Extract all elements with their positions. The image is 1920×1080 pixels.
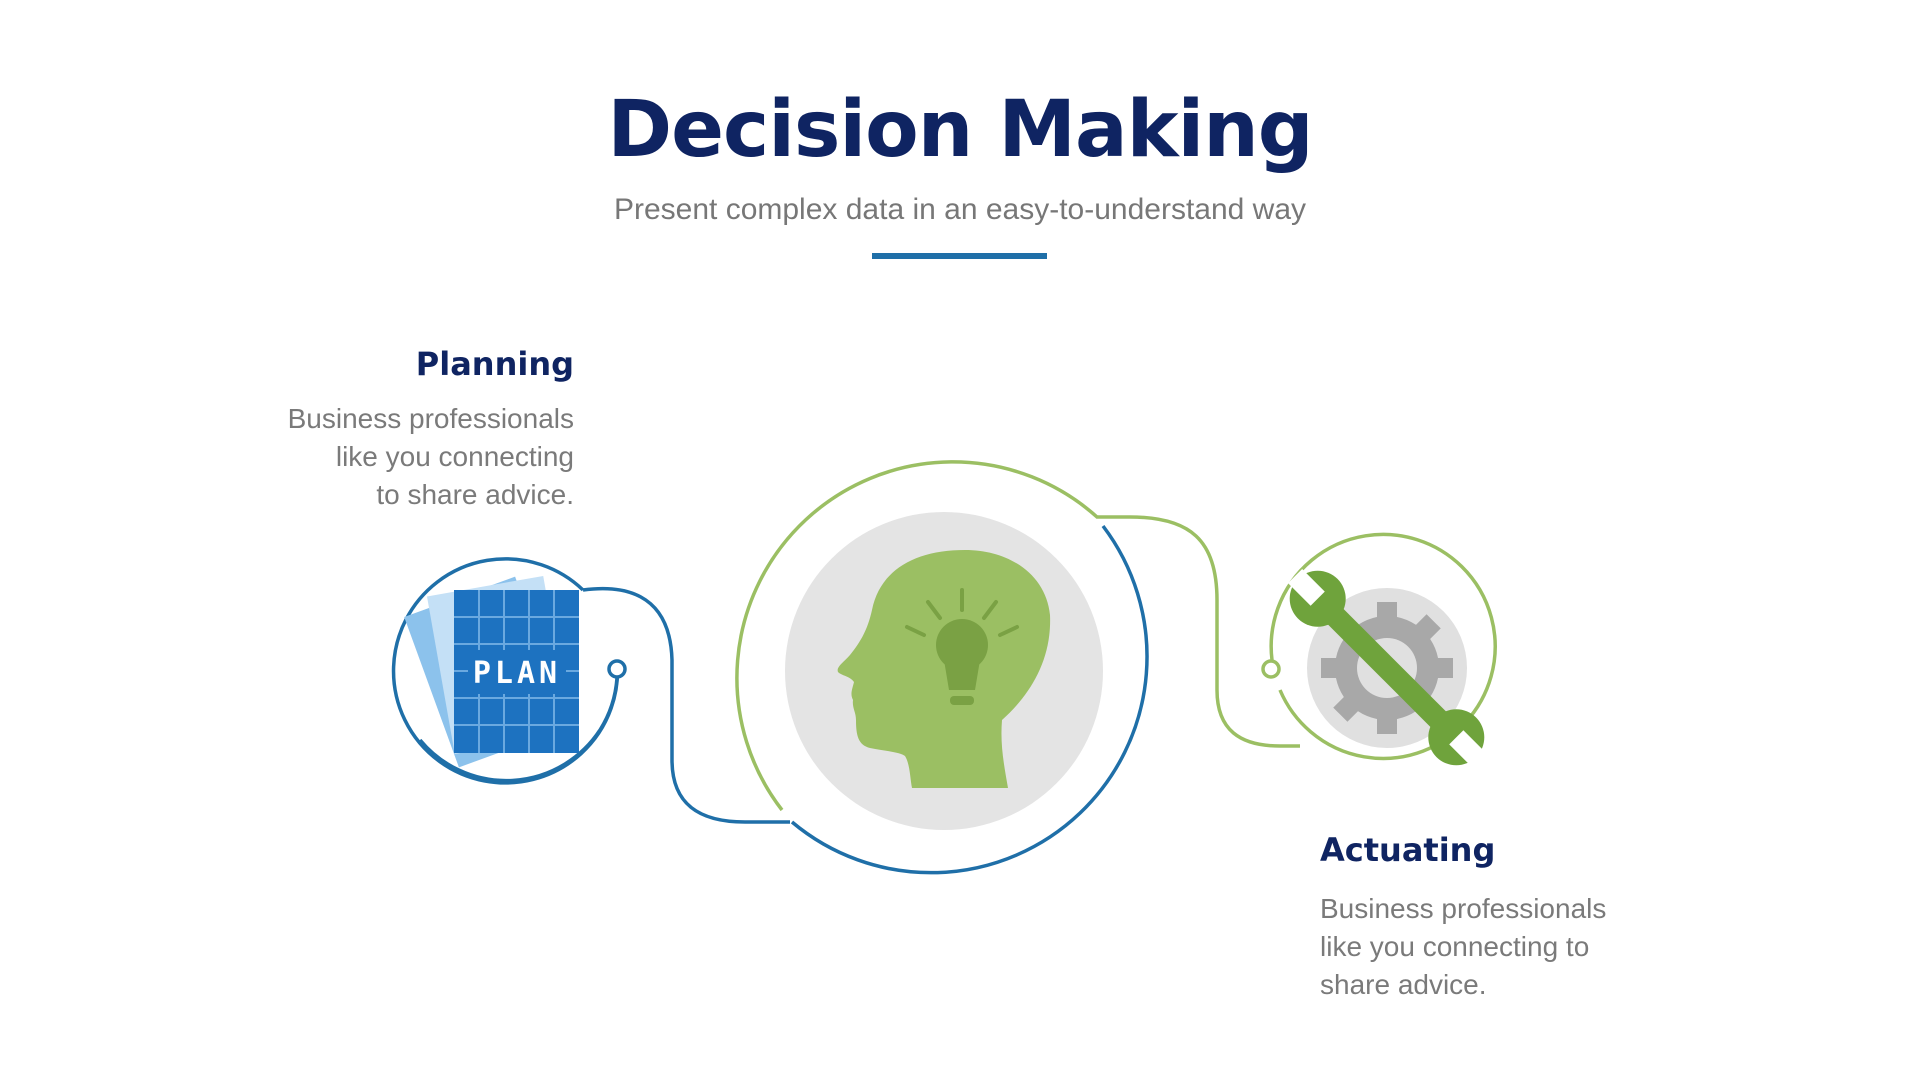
actuating-description-line: Business professionals: [1320, 893, 1607, 924]
planning-connector-dot: [607, 659, 627, 679]
planning-node: PLAN: [391, 557, 627, 785]
planning-description: Business professionals like you connecti…: [254, 400, 574, 514]
plan-document-icon: PLAN: [404, 575, 579, 768]
actuating-heading: Actuating: [1320, 831, 1496, 869]
head-lightbulb-icon: [837, 550, 1051, 788]
title-underline: [872, 253, 1047, 259]
planning-heading: Planning: [415, 345, 574, 383]
actuating-description: Business professionals like you connecti…: [1320, 890, 1660, 1004]
page-subtitle: Present complex data in an easy-to-under…: [613, 193, 1307, 226]
actuating-connector-line: [1129, 515, 1300, 748]
planning-description-line: to share advice.: [376, 479, 574, 510]
actuating-node: [1261, 532, 1497, 767]
decision-node: [735, 460, 1149, 875]
planning-description-line: Business professionals: [287, 403, 574, 434]
actuating-ring: [1269, 532, 1497, 761]
planning-connector-line: [582, 586, 790, 824]
planning-description-line: like you connecting: [335, 441, 574, 472]
page-title: Decision Making: [607, 85, 1313, 175]
actuating-description-line: like you connecting to: [1320, 931, 1590, 962]
decision-ring-blue: [790, 524, 1149, 875]
wrench-gear-icon: [1288, 569, 1486, 767]
actuating-description-line: share advice.: [1320, 969, 1487, 1000]
decision-ring-green: [735, 460, 1130, 812]
plan-label: PLAN: [473, 656, 561, 691]
actuating-connector-dot: [1261, 659, 1281, 679]
